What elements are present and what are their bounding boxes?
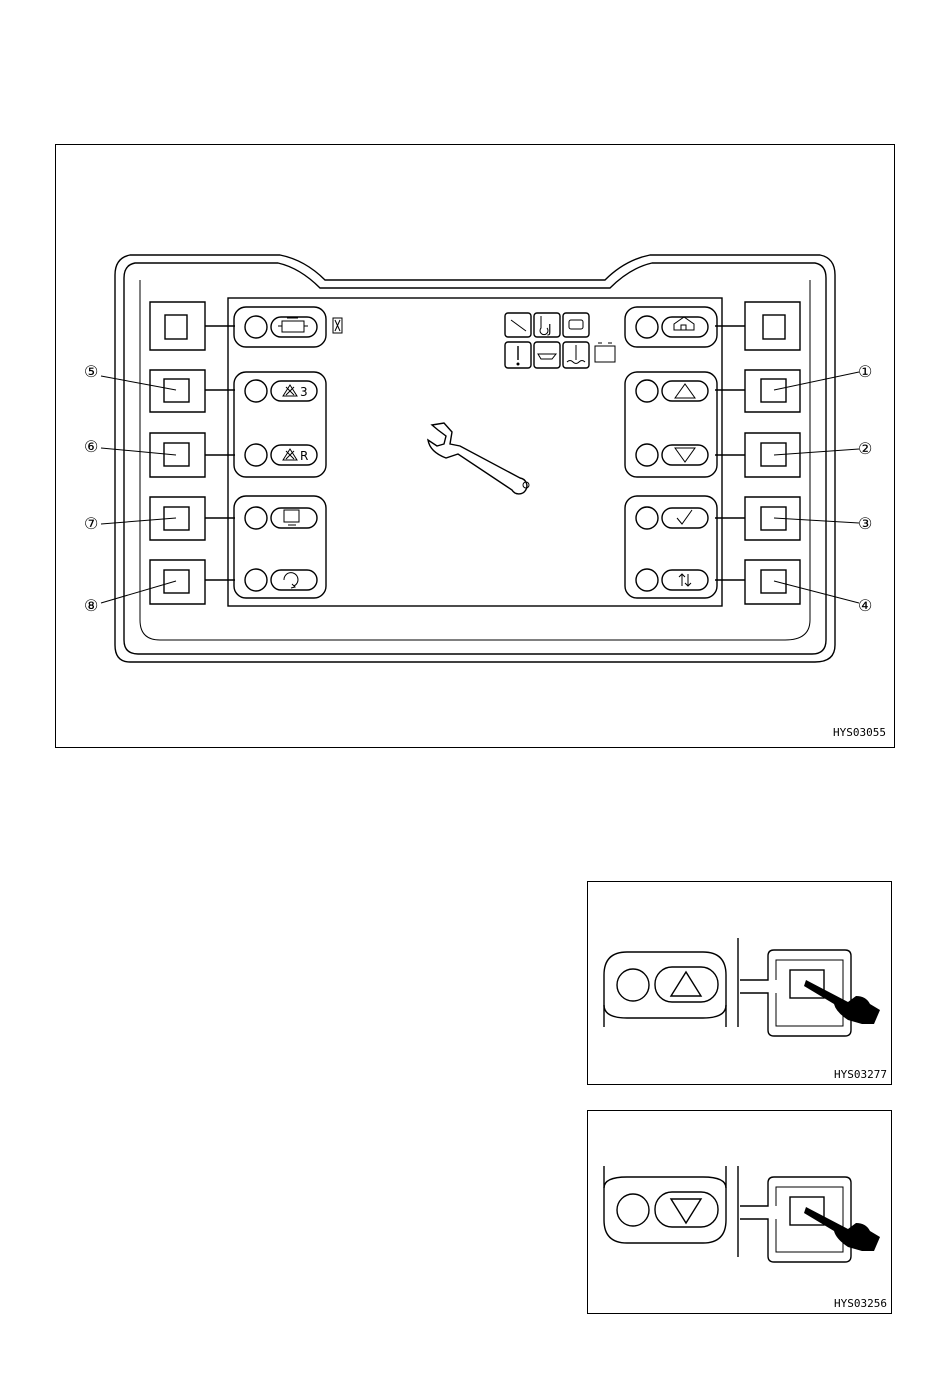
down-arrow-icon	[671, 1199, 701, 1223]
pointing-hand-icon	[804, 1207, 880, 1251]
